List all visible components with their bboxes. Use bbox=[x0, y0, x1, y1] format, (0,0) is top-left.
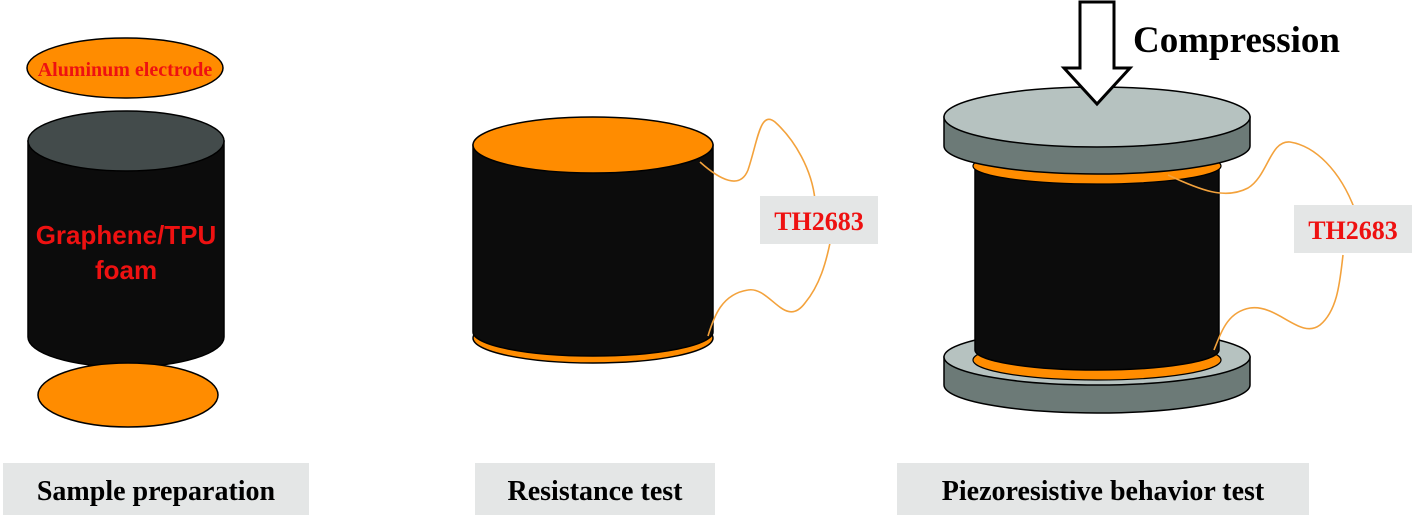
aluminum-electrode-label: Aluminum electrode bbox=[38, 59, 213, 81]
top-electrode bbox=[472, 116, 714, 174]
bottom-aluminum-electrode bbox=[37, 362, 219, 428]
panel-sample-preparation: Aluminum electrode Graphene/TPU foam Sam… bbox=[3, 37, 309, 515]
instrument-th2683: TH2683 bbox=[1308, 216, 1398, 245]
instrument-label-box bbox=[760, 196, 878, 244]
instrument-th2683: TH2683 bbox=[774, 207, 864, 236]
caption-box bbox=[897, 463, 1309, 515]
top-aluminum-electrode bbox=[26, 37, 224, 99]
sample-cylinder-body bbox=[974, 167, 1220, 371]
caption-resistance-test: Resistance test bbox=[508, 476, 684, 507]
sample-cylinder-body bbox=[472, 144, 714, 357]
instrument-label-box bbox=[1294, 205, 1412, 253]
caption-box bbox=[475, 463, 715, 515]
compression-label: Compression bbox=[1133, 20, 1340, 61]
lower-lead-wire bbox=[1213, 254, 1344, 351]
upper-lead-wire bbox=[1167, 141, 1356, 211]
foam-cylinder-body bbox=[27, 140, 225, 368]
panel-resistance-test: TH2683 Resistance test bbox=[472, 116, 878, 515]
lower-lead-wire bbox=[707, 242, 831, 337]
caption-sample-preparation: Sample preparation bbox=[37, 476, 276, 507]
foam-label-line2: foam bbox=[95, 255, 157, 285]
foam-cylinder-top bbox=[27, 110, 225, 172]
upper-lead-wire bbox=[699, 118, 816, 201]
foam-label-line1: Graphene/TPU bbox=[36, 220, 217, 250]
caption-piezoresistive-behavior-test: Piezoresistive behavior test bbox=[942, 476, 1265, 507]
caption-box bbox=[3, 463, 309, 515]
compression-arrow-icon bbox=[1060, 0, 1134, 107]
panel-piezoresistive-test: Compression TH2683 Piezoresistive behavi… bbox=[897, 0, 1412, 515]
